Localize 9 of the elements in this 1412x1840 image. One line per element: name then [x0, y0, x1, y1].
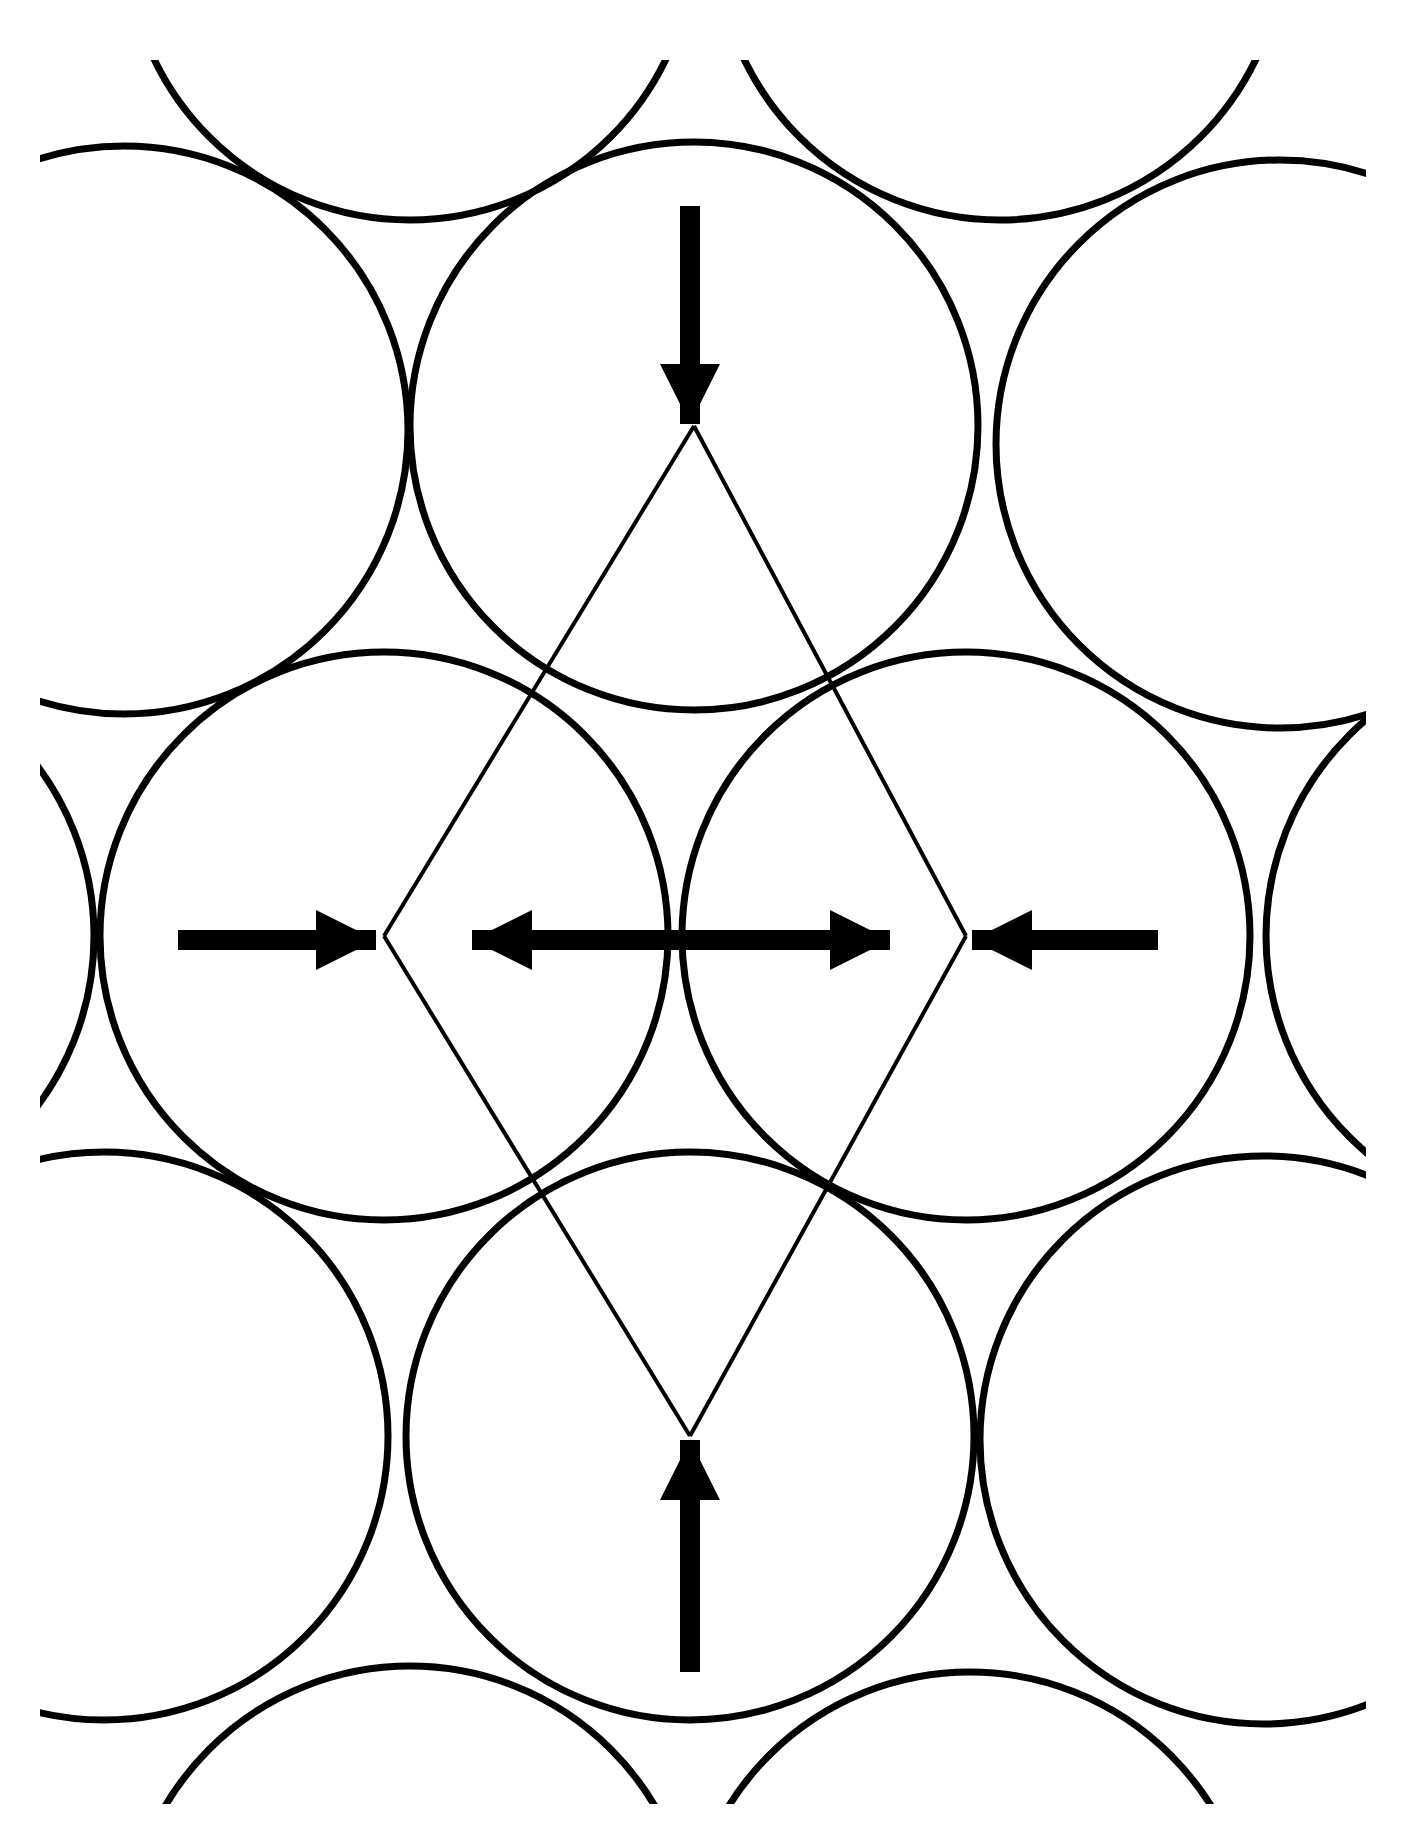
connecting-line	[382, 934, 692, 1438]
particle-circle	[406, 138, 982, 714]
particle-circle	[96, 648, 672, 1224]
connecting-line	[382, 424, 696, 938]
connecting-line	[472, 910, 890, 970]
particle-circle	[402, 1148, 978, 1724]
connecting-line	[692, 425, 968, 937]
particle-circle	[678, 648, 1254, 1224]
connecting-line	[688, 935, 968, 1437]
